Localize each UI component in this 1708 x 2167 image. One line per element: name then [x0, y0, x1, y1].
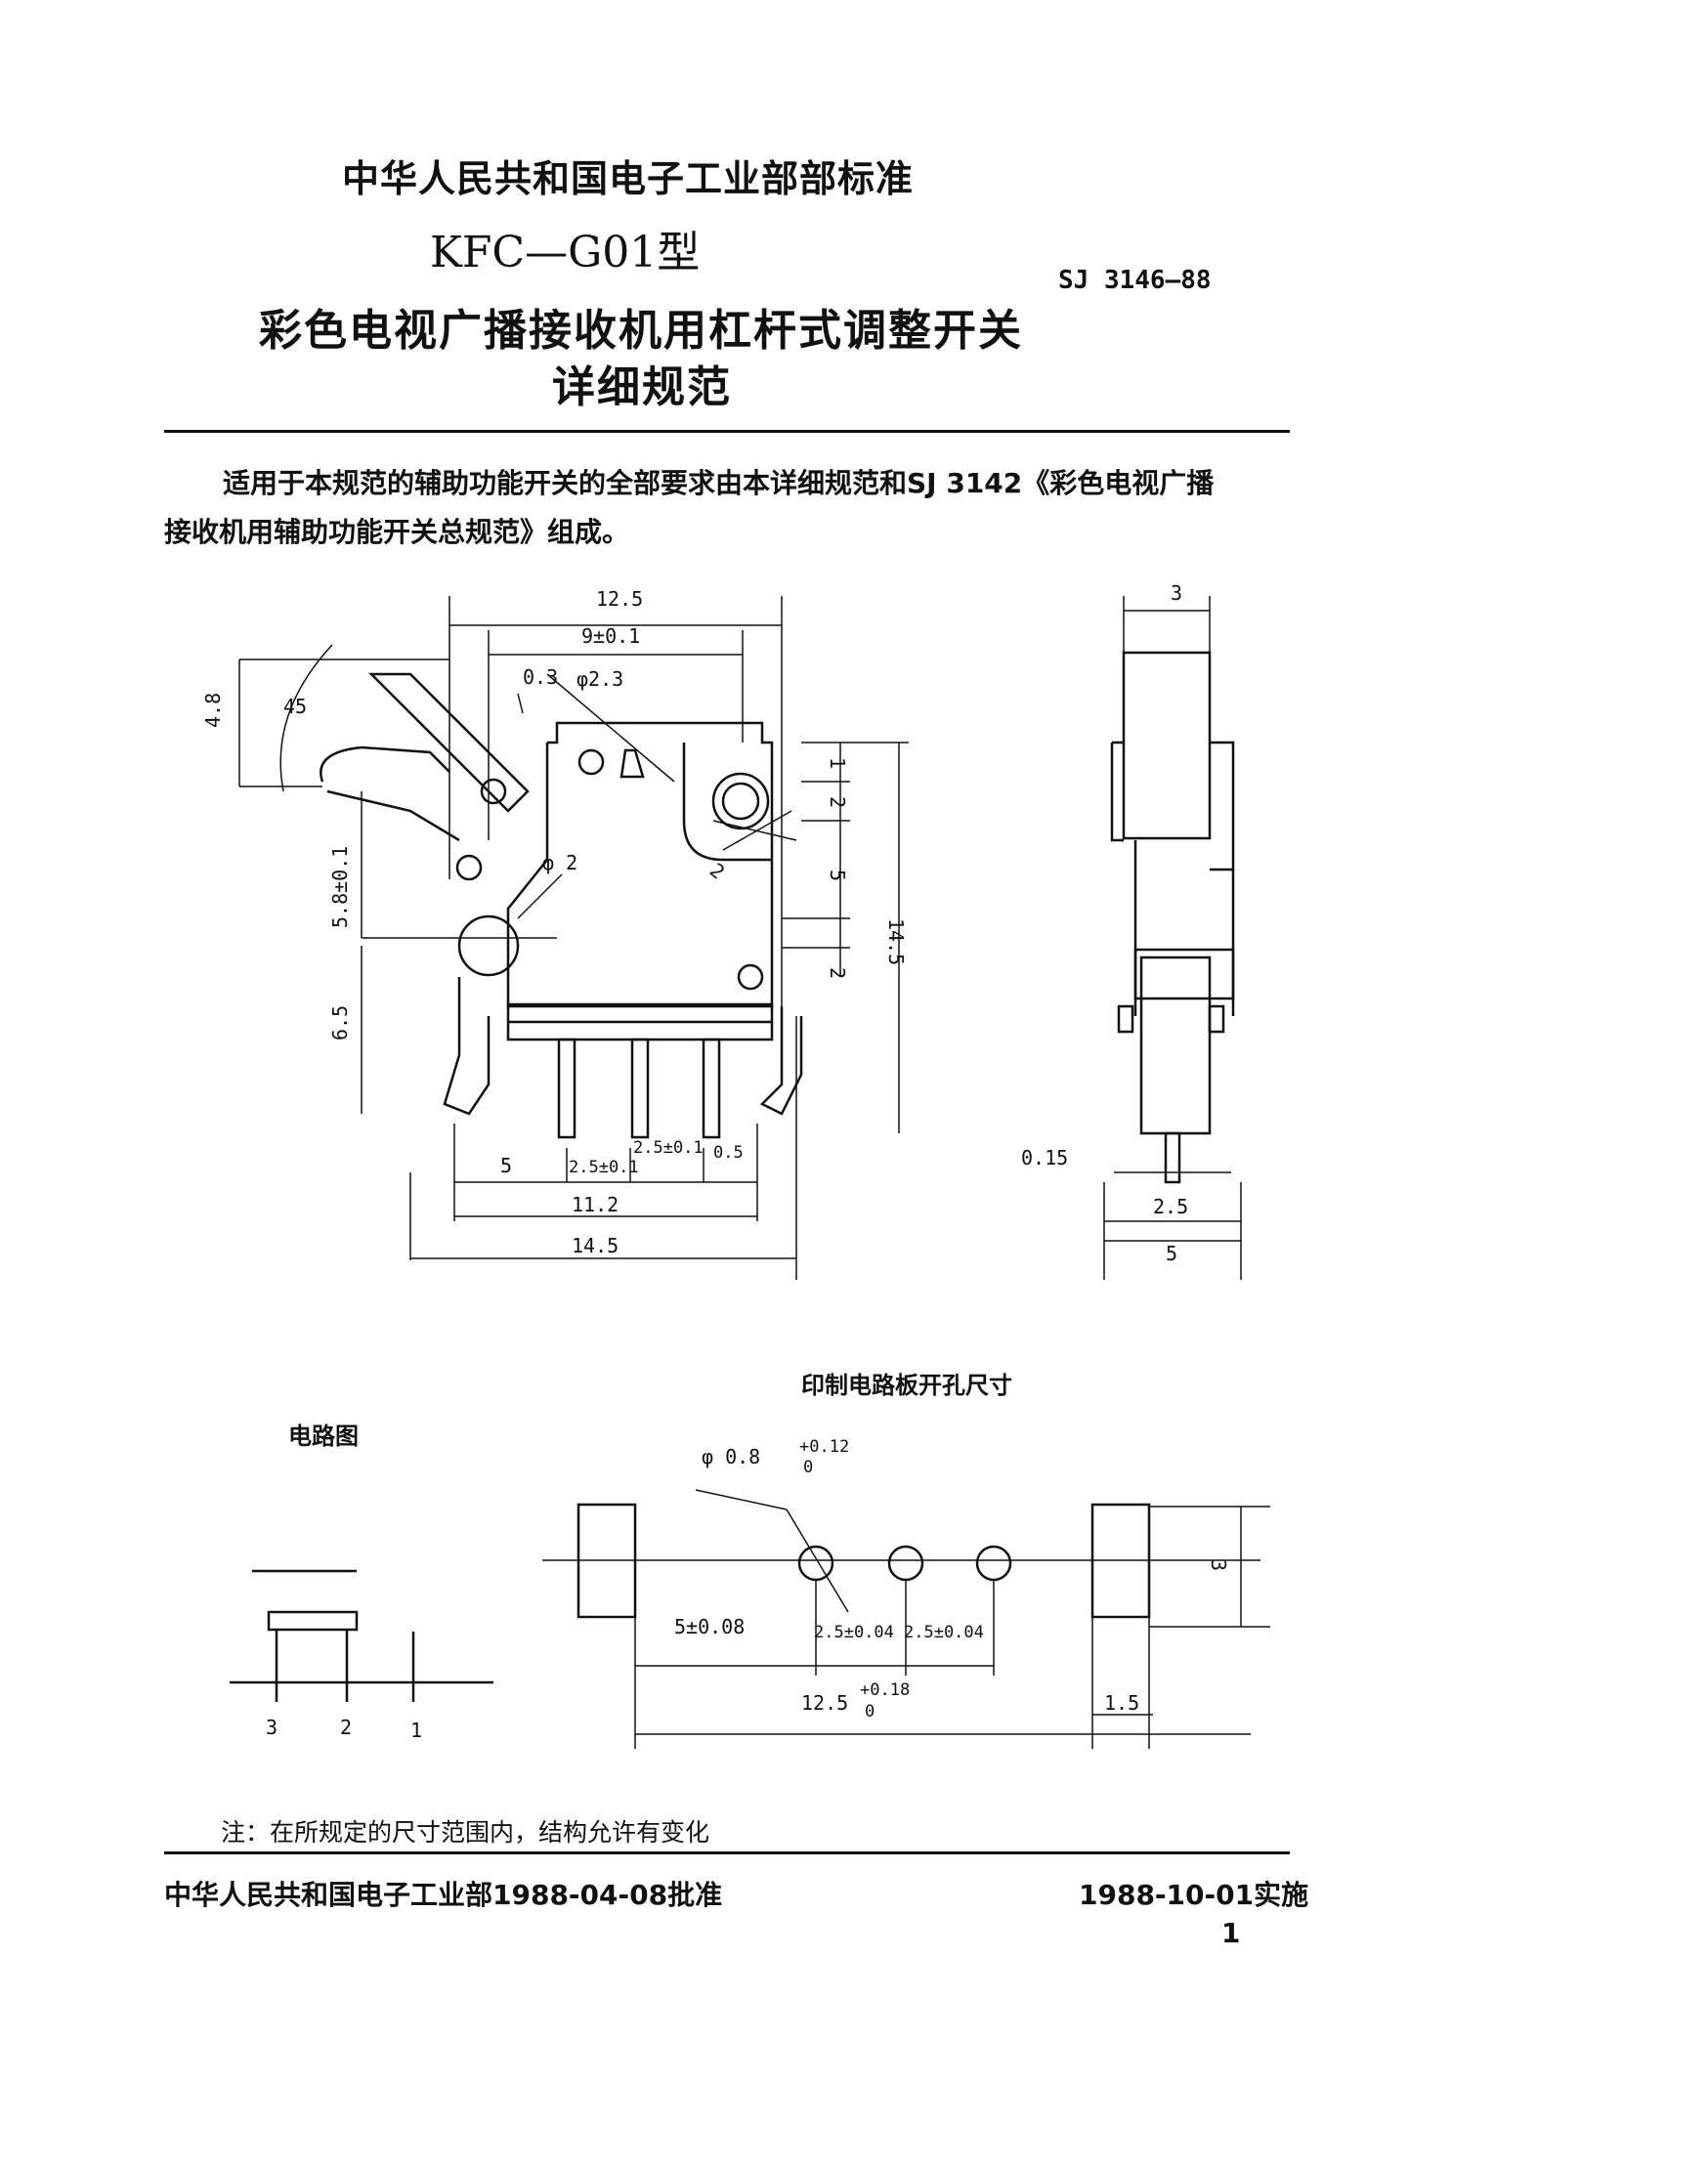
dim-height-14-5: 14.5 — [884, 918, 908, 965]
dim-b2-5a: 2.5±0.1 — [569, 1158, 639, 1177]
standard-number: SJ 3146—88 — [1058, 266, 1212, 295]
dim-0-3: 0.3 — [523, 665, 558, 689]
dim-r1: 1 — [826, 757, 849, 769]
header-rule — [164, 430, 1290, 433]
dim-11-2: 11.2 — [572, 1193, 619, 1216]
pcb-slot-height-3: 3 — [1207, 1559, 1230, 1571]
dim-r2a: 2 — [826, 796, 849, 808]
pin-label-3: 3 — [266, 1716, 278, 1739]
dim-r2c: 2 — [826, 967, 849, 979]
pcb-pitch-2-5b: 2.5±0.04 — [904, 1623, 984, 1642]
pcb-total-12-5: 12.5 — [801, 1691, 848, 1715]
side-terminal — [1164, 1131, 1181, 1184]
pivot-hole — [480, 778, 507, 805]
bracket-edge — [682, 743, 772, 862]
dim-phi-2-3: φ2.3 — [576, 667, 623, 691]
mount-hole-top — [577, 748, 605, 776]
side-mid-block — [1133, 948, 1235, 1000]
dim-width-12-5: 12.5 — [596, 587, 643, 611]
mount-hole-left — [455, 854, 483, 881]
pcb-pitch-5: 5±0.08 — [674, 1615, 745, 1638]
pcb-hole-3 — [975, 1545, 1012, 1582]
large-hole — [711, 772, 770, 830]
dim-4-8: 4.8 — [201, 693, 225, 728]
footer-rule — [164, 1851, 1290, 1854]
pcb-slot-width-1-5: 1.5 — [1104, 1691, 1139, 1715]
approval-line: 中华人民共和国电子工业部1988-04-08批准 — [164, 1879, 723, 1911]
terminal-1 — [702, 1038, 721, 1139]
lever-arm — [367, 672, 530, 813]
pcb-hole-1 — [797, 1545, 834, 1582]
switch-body-outline — [506, 721, 774, 1008]
mount-hole-bottom — [737, 963, 764, 991]
dim-5-8-tol: 5.8±0.1 — [328, 846, 352, 928]
left-hook — [443, 977, 491, 1116]
model-designation: KFC—G01型 — [430, 228, 701, 277]
keyway-notch — [619, 748, 645, 779]
document-title-line1: 彩色电视广播接收机用杠杆式调整开关 — [259, 306, 1023, 356]
effective-date: 1988-10-01实施 — [1079, 1879, 1309, 1911]
document-title-line2: 详细规范 — [552, 362, 732, 412]
circuit-diagram-title: 电路图 — [288, 1423, 359, 1450]
side-body — [1122, 651, 1212, 840]
pcb-hole-dia: φ 0.8 — [702, 1445, 760, 1468]
pin-label-2: 2 — [340, 1716, 352, 1739]
pcb-total-tol-minus: 0 — [865, 1702, 875, 1721]
dim-phi-2: φ 2 — [542, 851, 577, 874]
note-text: 注：在所规定的尺寸范围内，结构允许有变化 — [221, 1818, 710, 1847]
dim-b5: 5 — [500, 1154, 512, 1177]
contact-bar — [267, 1610, 359, 1632]
intro-line-2: 接收机用辅助功能开关总规范》组成。 — [164, 516, 630, 548]
side-dim-2-5: 2.5 — [1153, 1195, 1188, 1218]
pcb-layout-title: 印制电路板开孔尺寸 — [801, 1372, 1012, 1399]
terminal-3 — [557, 1038, 576, 1139]
dim-6-5: 6.5 — [328, 1005, 352, 1041]
right-hook — [759, 1006, 803, 1116]
terminal-2 — [630, 1038, 650, 1139]
pin-label-1: 1 — [410, 1719, 422, 1742]
ministry-standard-heading: 中华人民共和国电子工业部部标准 — [342, 157, 915, 200]
dim-b0-5: 0.5 — [713, 1143, 744, 1163]
pcb-pitch-2-5a: 2.5±0.04 — [814, 1623, 894, 1642]
pcb-hole-2 — [887, 1545, 924, 1582]
side-dim-0-15: 0.15 — [1021, 1146, 1068, 1169]
dim-angle-45: 45 — [283, 695, 307, 718]
large-hole-bottom — [457, 914, 520, 977]
page-number: 1 — [1221, 1917, 1241, 1949]
dim-9-tol: 9±0.1 — [581, 624, 640, 648]
pcb-hole-tol-plus: +0.12 — [799, 1437, 849, 1457]
side-dim-5: 5 — [1166, 1242, 1177, 1265]
dim-b2-5b: 2.5±0.1 — [633, 1138, 704, 1158]
intro-line-1: 适用于本规范的辅助功能开关的全部要求由本详细规范和SJ 3142《彩色电视广播 — [223, 467, 1215, 499]
pcb-hole-tol-minus: 0 — [803, 1458, 813, 1477]
pcb-total-tol-plus: +0.18 — [860, 1680, 910, 1700]
dim-r5: 5 — [826, 870, 849, 881]
lever-hook — [320, 745, 450, 783]
dim-14-5-bottom: 14.5 — [572, 1234, 619, 1257]
side-dim-3: 3 — [1171, 581, 1182, 605]
